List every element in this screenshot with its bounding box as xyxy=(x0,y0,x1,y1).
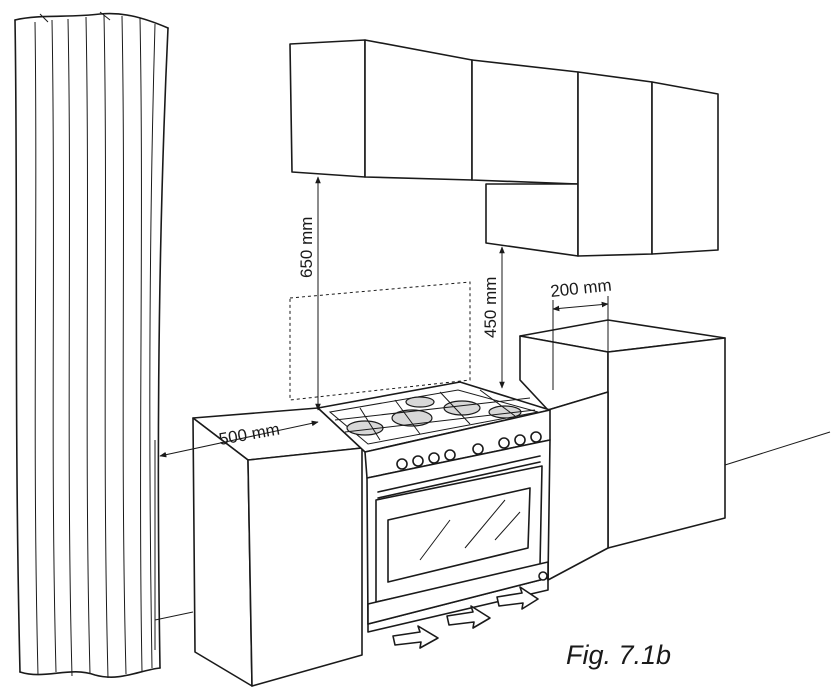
floor-lines xyxy=(154,431,831,650)
hood-height-label: 650 mm xyxy=(297,217,316,278)
wall-cabinets xyxy=(289,39,719,257)
dimension-lines xyxy=(159,176,609,458)
right-counter xyxy=(519,319,726,581)
airflow-arrows xyxy=(392,586,539,649)
figure-caption: Fig. 7.1b xyxy=(566,640,672,670)
range-cooker xyxy=(317,381,551,633)
hob-burners xyxy=(334,389,536,441)
side-clearance-label: 200 mm xyxy=(549,276,612,301)
splashback-outline xyxy=(289,281,471,401)
cabinet-height-label: 450 mm xyxy=(481,277,500,338)
left-base-cabinet xyxy=(192,407,363,687)
control-knobs xyxy=(396,431,542,470)
curtain xyxy=(14,11,169,679)
